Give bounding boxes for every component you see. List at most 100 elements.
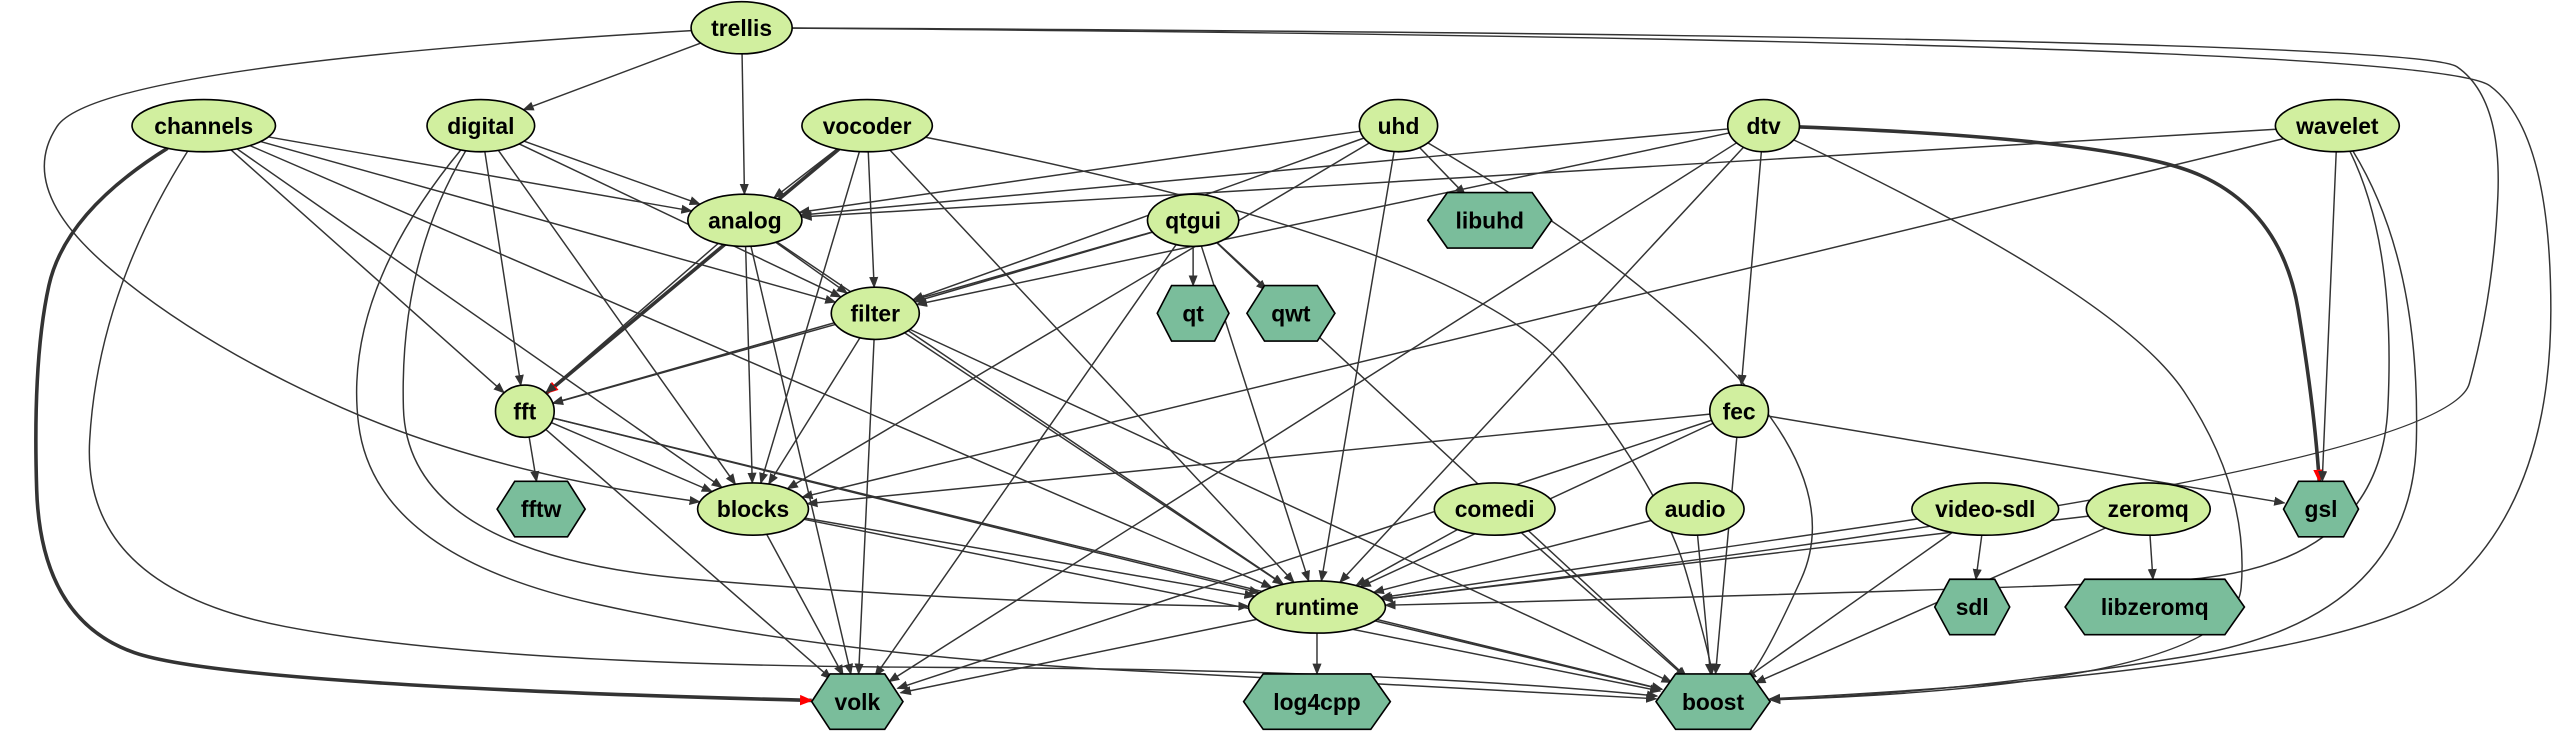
node-filter[interactable]: filter <box>830 286 921 341</box>
node-label: qt <box>1182 300 1204 326</box>
edge-wavelet-to-runtime <box>1384 150 2390 610</box>
node-qt[interactable]: qt <box>1156 284 1230 342</box>
node-ellipse <box>690 0 793 55</box>
edge-channels-to-blocks <box>236 148 723 489</box>
edge-zeromq-to-boost <box>1754 527 2106 684</box>
edge-zeromq-to-libzeromq <box>2147 535 2157 581</box>
edge-analog-to-volk <box>750 246 854 676</box>
node-log4cpp[interactable]: log4cpp <box>1242 673 1392 731</box>
edge-trellis-to-boost <box>792 27 2552 703</box>
edge-filter-to-blocks <box>768 337 861 486</box>
node-fec[interactable]: fec <box>1708 384 1770 439</box>
edges-layer <box>34 27 2552 706</box>
edge-digital-to-blocks <box>497 149 737 486</box>
node-channels[interactable]: channels <box>131 98 277 153</box>
node-hexagon <box>1426 191 1553 249</box>
node-sdl[interactable]: sdl <box>1933 578 2011 636</box>
edge-dtv-to-gsl <box>1799 125 2324 483</box>
node-label: trellis <box>711 15 772 41</box>
node-digital[interactable]: digital <box>426 98 536 153</box>
node-dtv[interactable]: dtv <box>1726 98 1801 153</box>
node-fft[interactable]: fft <box>494 384 555 439</box>
edge-uhd-to-libuhd <box>1419 147 1466 196</box>
edge-fec-to-gsl <box>1767 415 2286 506</box>
node-hexagon <box>1242 673 1392 731</box>
edge-filter-to-runtime <box>904 332 1284 585</box>
node-label: wavelet <box>2295 113 2379 139</box>
node-label: libuhd <box>1456 207 1524 233</box>
edge-uhd-to-boost <box>1427 142 1814 680</box>
node-label: filter <box>851 300 901 326</box>
node-comedi[interactable]: comedi <box>1433 482 1556 537</box>
node-hexagon <box>2282 480 2360 538</box>
node-label: sdl <box>1956 594 1989 620</box>
edge-uhd-to-blocks <box>786 142 1370 490</box>
edge-digital-to-filter <box>518 143 842 298</box>
edge-video-sdl-to-runtime <box>1379 518 1918 601</box>
edge-digital-to-runtime <box>402 150 1250 611</box>
edge-trellis-to-blocks <box>43 29 701 505</box>
edge-uhd-to-analog <box>798 130 1361 216</box>
node-ellipse <box>1358 98 1439 153</box>
node-ellipse <box>1911 482 2060 537</box>
node-label: qtgui <box>1165 207 1221 233</box>
node-ellipse <box>131 98 277 153</box>
node-label: runtime <box>1275 594 1359 620</box>
node-wavelet[interactable]: wavelet <box>2274 98 2401 153</box>
edge-dtv-to-volk <box>887 142 1737 683</box>
edge-channels-to-volk <box>34 146 814 706</box>
node-label: digital <box>447 113 514 139</box>
edge-dtv-to-filter <box>915 132 1730 307</box>
node-volk[interactable]: volk <box>810 673 904 731</box>
edge-dtv-to-analog <box>799 128 1729 219</box>
node-label: analog <box>708 207 782 233</box>
node-gsl[interactable]: gsl <box>2282 480 2360 538</box>
node-runtime[interactable]: runtime <box>1247 580 1387 634</box>
edge-filter-to-boost <box>909 328 1673 684</box>
node-ellipse <box>1433 482 1556 537</box>
node-label: vocoder <box>823 113 912 139</box>
node-libzeromq[interactable]: libzeromq <box>2064 578 2246 636</box>
node-hexagon <box>2064 578 2246 636</box>
node-hexagon <box>1156 284 1230 342</box>
node-boost[interactable]: boost <box>1655 673 1772 731</box>
node-qtgui[interactable]: qtgui <box>1146 193 1240 248</box>
node-label: gsl <box>2305 496 2338 522</box>
edge-uhd-to-filter <box>911 137 1365 301</box>
node-libuhd[interactable]: libuhd <box>1426 191 1553 249</box>
nodes-layer: trellis channels digital vocoder uhd dtv wavel… <box>131 0 2401 731</box>
edge-video-sdl-to-sdl <box>1972 535 1983 581</box>
node-zeromq[interactable]: zeromq <box>2085 482 2212 537</box>
node-label: channels <box>154 113 253 139</box>
edge-filter-to-fft <box>551 323 836 406</box>
node-uhd[interactable]: uhd <box>1358 98 1439 153</box>
node-hexagon <box>496 480 587 538</box>
node-analog[interactable]: analog <box>687 193 803 248</box>
node-video-sdl[interactable]: video-sdl <box>1911 482 2060 537</box>
edge-trellis-to-analog <box>739 53 749 196</box>
node-qwt[interactable]: qwt <box>1245 284 1336 342</box>
node-label: uhd <box>1378 113 1420 139</box>
node-ellipse <box>1146 193 1240 248</box>
edge-channels-to-filter <box>260 140 837 304</box>
node-ellipse <box>801 98 934 153</box>
node-vocoder[interactable]: vocoder <box>801 98 934 153</box>
node-trellis[interactable]: trellis <box>690 0 793 55</box>
node-audio[interactable]: audio <box>1645 482 1745 537</box>
edge-wavelet-to-gsl <box>2318 151 2337 483</box>
node-blocks[interactable]: blocks <box>696 482 810 537</box>
node-ellipse <box>1645 482 1745 537</box>
node-ellipse <box>2085 482 2212 537</box>
edge-fft-to-boost <box>552 417 1664 692</box>
node-ellipse <box>1247 580 1387 634</box>
edge-channels-to-runtime <box>249 144 1273 589</box>
node-hexagon <box>1933 578 2011 636</box>
node-ellipse <box>830 286 921 341</box>
edge-fft-to-blocks <box>550 421 714 493</box>
node-label: dtv <box>1746 113 1781 139</box>
node-label: qwt <box>1271 300 1311 326</box>
edge-analog-to-filter <box>775 241 849 294</box>
node-fftw[interactable]: fftw <box>496 480 587 538</box>
edge-wavelet-to-analog <box>800 128 2277 221</box>
